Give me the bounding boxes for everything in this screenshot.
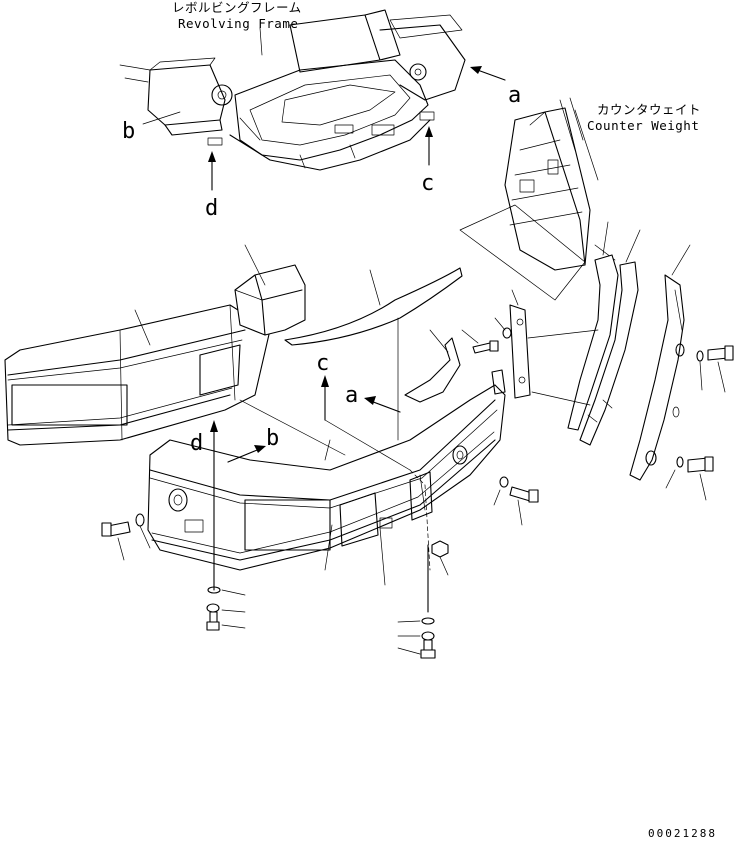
counter-weight-mount: [459, 97, 616, 301]
view-label-d-mid: d: [190, 431, 203, 456]
view-label-a-mid: a: [345, 383, 358, 408]
vertical-plate: [509, 289, 531, 399]
revolving-frame-label-ja: レボルビングフレーム: [172, 0, 302, 15]
counter-weight-label-en: Counter Weight: [587, 118, 699, 133]
view-label-c-top: c: [421, 171, 434, 196]
drawing-number: 00021288: [648, 827, 717, 840]
view-label-b-top: b: [122, 119, 135, 144]
view-label-c-mid: c: [316, 351, 329, 376]
curved-strip: [284, 267, 463, 346]
counterweight-main: [147, 317, 506, 586]
bolts-and-washers: [101, 317, 734, 659]
counterweight-left: [4, 304, 346, 456]
revolving-frame-label-en: Revolving Frame: [178, 16, 298, 31]
view-arrows: [210, 375, 429, 613]
view-label-d-top: d: [205, 196, 218, 221]
center-bracket: [404, 329, 461, 403]
counterweight-top-block: [234, 244, 306, 336]
view-label-a-top: a: [508, 83, 521, 108]
counterweight-side-panels: [527, 221, 691, 481]
revolving-frame: [119, 9, 506, 191]
counter-weight-label-ja: カウンタウェイト: [597, 102, 701, 117]
view-label-b-mid: b: [266, 426, 279, 451]
